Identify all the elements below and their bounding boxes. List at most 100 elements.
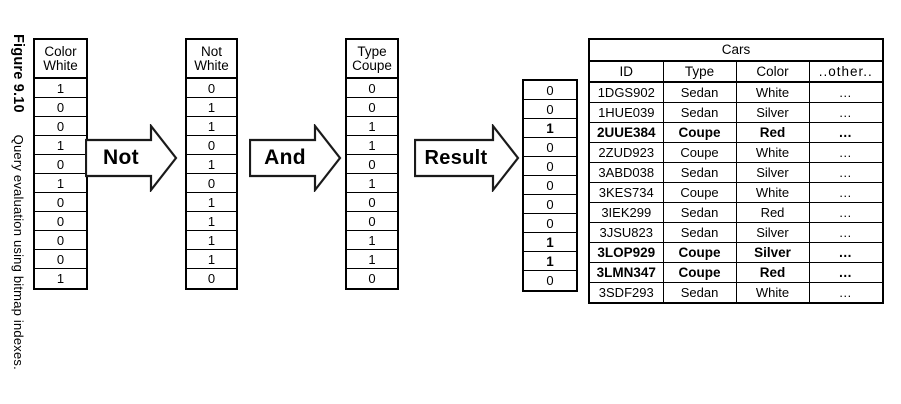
operation-arrow-result: Result [414, 124, 520, 192]
arrow-label: Result [424, 146, 488, 169]
cell-color: Silver [735, 162, 810, 183]
cell-type: Sedan [662, 202, 737, 223]
bitmap-cell: 1 [187, 98, 236, 117]
bitmap-cell: 1 [187, 155, 236, 174]
bitmap-column-header-not-white: Not White [187, 40, 236, 79]
cell-other: … [808, 262, 882, 283]
cell-type: Sedan [662, 81, 737, 103]
cell-color: Silver [735, 102, 810, 123]
bitmap-cell: 0 [35, 212, 86, 231]
cell-id: 3JSU823 [590, 222, 664, 243]
figure-number: Figure 9.10 [10, 34, 26, 113]
table-title-row: Cars [590, 40, 882, 62]
bitmap-cell: 1 [35, 79, 86, 98]
bitmap-cell: 1 [35, 174, 86, 193]
cell-other: … [808, 202, 882, 223]
table-row: 3KES734 Coupe White … [590, 182, 882, 203]
bitmap-cell: 0 [187, 136, 236, 155]
cell-type: Coupe [662, 142, 737, 163]
bitmap-cell: 0 [524, 214, 576, 233]
bitmap-cell: 1 [187, 117, 236, 136]
bitmap-column-result: 0 0 1 0 0 0 0 0 1 1 0 [522, 79, 578, 292]
bitmap-column-not-white: Not White 0 1 1 0 1 0 1 1 1 1 0 [185, 38, 238, 290]
bitmap-cell: 1 [56, 271, 65, 286]
bitmap-cell: 0 [347, 212, 397, 231]
bitmap-cell: 0 [524, 81, 576, 100]
cell-type: Coupe [662, 242, 737, 263]
bitmap-cell: 0 [35, 98, 86, 117]
cell-other: … [808, 282, 882, 302]
cell-type: Sedan [662, 102, 737, 123]
header-line-2: White [43, 57, 78, 73]
cell-color: Silver [735, 222, 810, 243]
bitmap-cell: 1 [347, 174, 397, 193]
bitmap-cell: 1 [35, 136, 86, 155]
cell-type: Sedan [662, 162, 737, 183]
cars-table: Cars ID Type Color ..other.. 1DGS902 Sed… [588, 38, 884, 304]
cell-other: … [808, 122, 882, 143]
cell-id: 3SDF293 [590, 282, 664, 302]
bitmap-cell: 0 [524, 100, 576, 119]
bitmap-cell: 0 [187, 79, 236, 98]
bitmap-column-header-type-coupe: Type Coupe [347, 40, 397, 79]
figure-caption-text: Query evaluation using bitmap indexes. [11, 134, 26, 370]
bitmap-cell: 0 [347, 98, 397, 117]
header-line-1: Color [44, 43, 77, 59]
cell-type: Sedan [662, 282, 737, 302]
column-header-id: ID [590, 61, 664, 83]
block-arrow-icon [414, 124, 520, 192]
header-line-2: White [194, 57, 229, 73]
header-line-1: Not [200, 43, 222, 59]
arrow-label: Not [103, 146, 139, 169]
cell-other: … [808, 81, 882, 103]
bitmap-cell: 1 [347, 136, 397, 155]
cell-color: White [735, 182, 810, 203]
cell-id: 3IEK299 [590, 202, 664, 223]
bitmap-cell: 0 [347, 155, 397, 174]
cell-type: Coupe [662, 122, 737, 143]
block-arrow-icon [85, 124, 178, 192]
figure-caption: Figure 9.10 Query evaluation using bitma… [2, 34, 26, 394]
cell-other: … [808, 162, 882, 183]
table-row: 3JSU823 Sedan Silver … [590, 222, 882, 243]
bitmap-column-header-color-white: Color White [35, 40, 86, 79]
column-header-other: ..other.. [808, 61, 882, 83]
cell-other: … [808, 102, 882, 123]
table-row: 1HUE039 Sedan Silver … [590, 102, 882, 123]
cell-color: Silver [735, 242, 810, 263]
cell-color: White [735, 142, 810, 163]
cell-type: Coupe [662, 182, 737, 203]
operation-arrow-and: And [249, 124, 342, 192]
bitmap-cell: 1 [187, 193, 236, 212]
bitmap-cell: 1 [187, 250, 236, 269]
bitmap-cell: 0 [368, 271, 376, 286]
cell-id: 2UUE384 [590, 122, 664, 143]
table-row: 3SDF293 Sedan White … [590, 282, 882, 302]
cell-other: … [808, 142, 882, 163]
cell-other: … [808, 222, 882, 243]
bitmap-cell: 0 [35, 231, 86, 250]
bitmap-cell: 0 [35, 117, 86, 136]
bitmap-cell: 1 [524, 233, 576, 252]
column-header-type: Type [662, 61, 737, 83]
bitmap-cell: 1 [347, 231, 397, 250]
bitmap-cell: 0 [187, 174, 236, 193]
bitmap-column-type-coupe: Type Coupe 0 0 1 1 0 1 0 0 1 1 0 [345, 38, 399, 290]
table-row: 3LOP929 Coupe Silver … [590, 242, 882, 263]
cell-id: 3LMN347 [590, 262, 664, 283]
bitmap-cell: 0 [207, 271, 216, 286]
table-row: 3LMN347 Coupe Red … [590, 262, 882, 283]
bitmap-cell: 0 [524, 138, 576, 157]
arrow-label: And [264, 146, 306, 169]
cell-other: … [808, 242, 882, 263]
bitmap-cell: 1 [187, 231, 236, 250]
cell-color: White [735, 282, 810, 302]
bitmap-cell: 1 [524, 252, 576, 271]
operation-arrow-not: Not [85, 124, 178, 192]
cell-id: 2ZUD923 [590, 142, 664, 163]
header-line-1: Type [357, 43, 387, 59]
bitmap-cell: 1 [524, 119, 576, 138]
cell-color: White [735, 81, 810, 103]
cell-id: 1HUE039 [590, 102, 664, 123]
cell-id: 1DGS902 [590, 81, 664, 103]
